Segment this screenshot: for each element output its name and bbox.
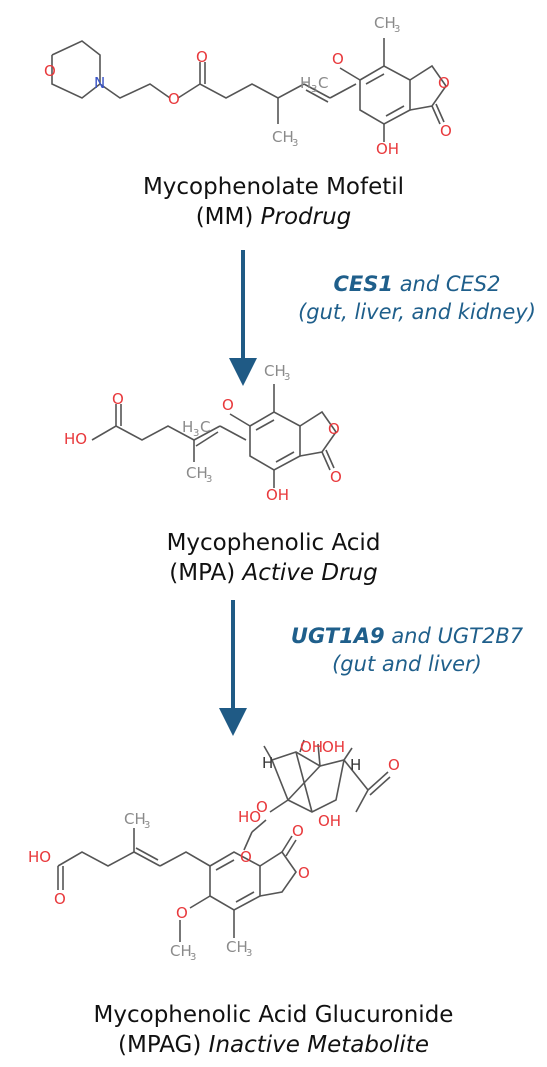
step-2-site: (gut and liver) bbox=[332, 652, 482, 676]
svg-text:C: C bbox=[200, 418, 210, 436]
atom-o: O bbox=[44, 62, 56, 80]
atom-ch3: CH bbox=[272, 128, 294, 146]
mpa-structure bbox=[91, 384, 337, 488]
mm-label: Mycophenolate Mofetil (MM) Prodrug bbox=[0, 172, 547, 232]
mpa-role: Active Drug bbox=[242, 560, 378, 586]
step-1-enzymes: CES1 and CES2 (gut, liver, and kidney) bbox=[292, 270, 542, 326]
mm-structure bbox=[51, 38, 447, 142]
atom-ch3: CH bbox=[124, 810, 146, 828]
atom-ch3: CH bbox=[374, 14, 396, 32]
atom-h3c: H bbox=[182, 418, 193, 436]
svg-text:3: 3 bbox=[311, 84, 317, 95]
svg-text:C: C bbox=[318, 74, 328, 92]
svg-text:3: 3 bbox=[284, 372, 290, 383]
mm-atom-labels: O N O O O O O OH CH 3 H 3 C CH 3 bbox=[44, 14, 452, 158]
atom-h: H bbox=[350, 756, 361, 774]
step-1-other-enzyme: and CES2 bbox=[399, 272, 501, 296]
mpa-label: Mycophenolic Acid (MPA) Active Drug bbox=[0, 528, 547, 588]
atom-o: O bbox=[388, 756, 400, 774]
step-2-enzymes: UGT1A9 and UGT2B7 (gut and liver) bbox=[282, 622, 532, 678]
mpa-atom-labels: HO O O O O OH CH 3 H 3 C CH 3 bbox=[64, 362, 342, 504]
svg-text:3: 3 bbox=[190, 952, 196, 963]
step-2-other-enzyme: and UGT2B7 bbox=[391, 624, 524, 648]
atom-oh: OH bbox=[376, 140, 399, 158]
atom-h3c: H bbox=[300, 74, 311, 92]
mm-abbr: (MM) bbox=[195, 204, 254, 230]
atom-oh: OH bbox=[266, 486, 289, 504]
mpag-label: Mycophenolic Acid Glucuronide (MPAG) Ina… bbox=[0, 1000, 547, 1060]
atom-o: O bbox=[240, 848, 252, 866]
atom-o: O bbox=[328, 420, 340, 438]
svg-text:3: 3 bbox=[246, 948, 252, 959]
mpag-atom-labels: OH OH H H HO OH O O O O O HO O O CH 3 CH… bbox=[28, 738, 400, 963]
mm-name: Mycophenolate Mofetil bbox=[142, 174, 405, 200]
atom-o: O bbox=[298, 864, 310, 882]
atom-oh: OH bbox=[322, 738, 345, 756]
atom-o: O bbox=[176, 904, 188, 922]
mm-role: Prodrug bbox=[260, 204, 352, 230]
atom-h: H bbox=[262, 754, 273, 772]
atom-ch3: CH bbox=[170, 942, 192, 960]
atom-o: O bbox=[196, 48, 208, 66]
atom-o: O bbox=[54, 890, 66, 908]
svg-text:3: 3 bbox=[292, 138, 298, 149]
atom-ch3: CH bbox=[186, 464, 208, 482]
step-2-main-enzyme: UGT1A9 bbox=[290, 624, 385, 648]
mpag-role: Inactive Metabolite bbox=[208, 1032, 429, 1058]
atom-o: O bbox=[292, 822, 304, 840]
atom-o: O bbox=[112, 390, 124, 408]
mpag-name: Mycophenolic Acid Glucuronide bbox=[93, 1002, 454, 1028]
mpa-abbr: (MPA) bbox=[169, 560, 236, 586]
atom-o: O bbox=[438, 74, 450, 92]
mpag-abbr: (MPAG) bbox=[118, 1032, 202, 1058]
atom-o: O bbox=[222, 396, 234, 414]
atom-o: O bbox=[332, 50, 344, 68]
atom-ho: HO bbox=[28, 848, 51, 866]
step-1-main-enzyme: CES1 bbox=[333, 272, 394, 296]
atom-n: N bbox=[94, 74, 105, 92]
svg-text:3: 3 bbox=[144, 820, 150, 831]
atom-ho: HO bbox=[238, 808, 261, 826]
svg-text:3: 3 bbox=[394, 24, 400, 35]
atom-oh: OH bbox=[318, 812, 341, 830]
atom-ch3: CH bbox=[264, 362, 286, 380]
atom-ch3: CH bbox=[226, 938, 248, 956]
atom-o: O bbox=[440, 122, 452, 140]
mpag-structure bbox=[57, 739, 391, 942]
svg-text:3: 3 bbox=[206, 474, 212, 485]
atom-o: O bbox=[168, 90, 180, 108]
step-1-site: (gut, liver, and kidney) bbox=[298, 300, 536, 324]
atom-o: O bbox=[330, 468, 342, 486]
atom-oh: OH bbox=[300, 738, 323, 756]
svg-text:3: 3 bbox=[193, 428, 199, 439]
atom-o: O bbox=[256, 798, 268, 816]
atom-ho: HO bbox=[64, 430, 87, 448]
mpa-name: Mycophenolic Acid bbox=[166, 530, 381, 556]
